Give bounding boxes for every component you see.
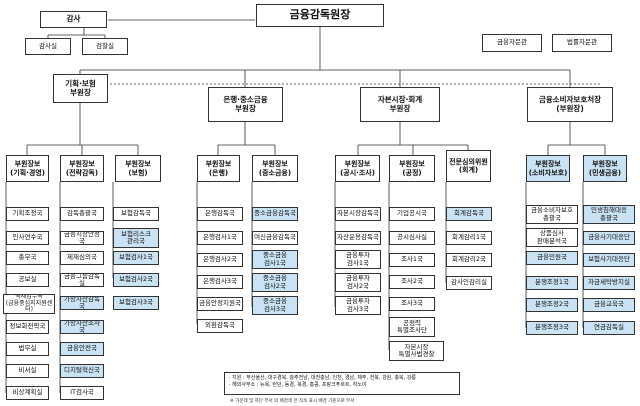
deputy-governor: 은행·중소금융 부원장 [208,87,283,122]
department-box: 은행검사1국 [197,231,243,245]
assistant-governor: 부원장보 (보험) [115,155,161,182]
department-box: 공시심사실 [389,231,435,245]
assistant-governor: 부원장보 (민생금융) [583,155,627,182]
department-box: 보험검사2국 [113,273,159,287]
regional-offices-note: · 지원 : 부산울산, 대구경북, 광주전남, 대전충남, 인천, 경남, 제… [224,372,460,395]
department-box: 조사3국 [389,297,435,311]
department-box: 조사1국 [389,253,435,267]
deputy-governor: 금융소비자보호처장 (부원장) [527,87,613,122]
department-box: 자본시장감독국 [335,207,381,221]
department-box: 제재심의국 [60,251,104,265]
department-box: 금융투자 검사1국 [335,250,381,269]
department-box: 중소금융 검사2국 [252,273,298,292]
department-box: 은행검사2국 [197,253,243,267]
department-box: 외환감독국 [197,319,243,333]
department-box: 자산운용감독국 [335,231,381,245]
department-box: 조사2국 [389,275,435,289]
department-box: 회계감독국 [446,207,492,221]
department-box: 가상자산조사국 [60,320,104,334]
department-box: 금융시장안정국 [60,231,104,245]
department-box: 중소금융감독국 [252,207,298,221]
deputy-governor: 자본시장·회계 부원장 [360,87,440,122]
department-box: 국제업무국 (금융중심지지원센터) [3,294,55,314]
department-box: 보험검사3국 [113,296,159,310]
department-box: 공정력 특별조사단 [389,317,435,337]
assistant-governor: 부원장보 (기획·경영) [6,155,49,182]
department-box: 중소금융 검사3국 [252,296,298,315]
department-box: 감사인감리실 [446,276,492,290]
department-box: 은행감독국 [197,207,243,221]
note-line: · 해외사무소 : 뉴욕, 런던, 동경, 북경, 홍콩, 프랑크푸르트, 하노… [229,381,367,388]
department-box: 분쟁조정2국 [526,298,578,312]
department-box: 자본시장 특별사법경찰 [389,341,444,361]
department-box: 기획조정국 [6,207,49,221]
department-box: 기업공시국 [389,207,435,221]
advisor-box: 금융자문관 [482,34,542,52]
assistant-governor: 부원장보 (소비자보호) [526,155,570,182]
department-box: 중소금융 검사1국 [252,250,298,269]
department-box: 정보화전략국 [6,320,49,334]
department-box: 공보실 [6,273,49,287]
department-box: 비상계획실 [6,386,49,400]
assistant-governor: 부원장보 (전략감독) [60,155,104,182]
department-box: 비서실 [6,364,49,378]
footnote: ※ 가운데 및 하단 부서 의 배경색 은 직속 표시 배경 기준으로 부서 [230,399,355,404]
advisor-box: 법률자문관 [552,34,612,52]
department-box: 자금세탁방지실 [583,276,635,290]
department-box: 보험검사1국 [113,251,159,265]
department-box: IT검사국 [60,386,104,400]
department-box: 법무실 [6,342,49,356]
department-box: 감독총괄국 [60,207,104,221]
department-box: 보험사기대응단 [583,253,635,267]
department-box: 가상자산감독국 [60,296,104,310]
audit-unit: 감사실 [25,38,71,55]
governor-box: 금융감독원장 [256,4,384,27]
department-box: 민생침해대응 총괄국 [583,205,635,224]
department-box: 보험리스크 관리국 [113,228,159,248]
assistant-governor: 부원장보 (공시·조사) [335,155,380,182]
department-box: 금융사기대응단 [583,231,635,245]
department-box: 금융투자 검사3국 [335,296,381,315]
audit-unit: 검찰실 [82,38,128,55]
department-box: 보험감독국 [113,207,159,221]
department-box: 여신금융감독국 [252,231,298,245]
note-line: · 지원 : 부산울산, 대구경북, 광주전남, 대전충남, 인천, 경남, 제… [229,375,417,381]
department-box: 분쟁조정1국 [526,276,578,290]
department-box: 금융민원국 [526,251,578,265]
department-box: 금융소비자보호 총괄국 [526,205,578,224]
assistant-governor: 부원장보 (공정) [389,155,435,182]
department-box: 금융안전국 [60,342,104,356]
department-box: 금융교육국 [583,298,635,312]
department-box: 은행검사3국 [197,275,243,289]
department-box: 금융그룹감독실 [60,273,104,287]
department-box: 금융안정지원국 [197,297,243,311]
assistant-governor: 부원장보 (은행) [197,155,240,182]
assistant-governor: 전문심의위원 (회계) [446,150,491,182]
department-box: 분쟁조정3국 [526,321,578,335]
assistant-governor: 부원장보 (중소금융) [252,155,298,182]
department-box: 회계감리2국 [446,253,492,267]
department-box: 연금감독실 [583,321,635,335]
department-box: 인사연수국 [6,231,49,245]
department-box: 회계감리1국 [446,231,492,245]
department-box: 금융투자 검사2국 [335,273,381,292]
auditor-box: 감사 [40,11,107,28]
department-box: 총무국 [6,251,49,265]
department-box: 디지털혁신국 [60,364,104,378]
deputy-governor: 기획·보험 부원장 [53,74,108,103]
department-box: 상품심사 판매분석국 [526,228,578,247]
